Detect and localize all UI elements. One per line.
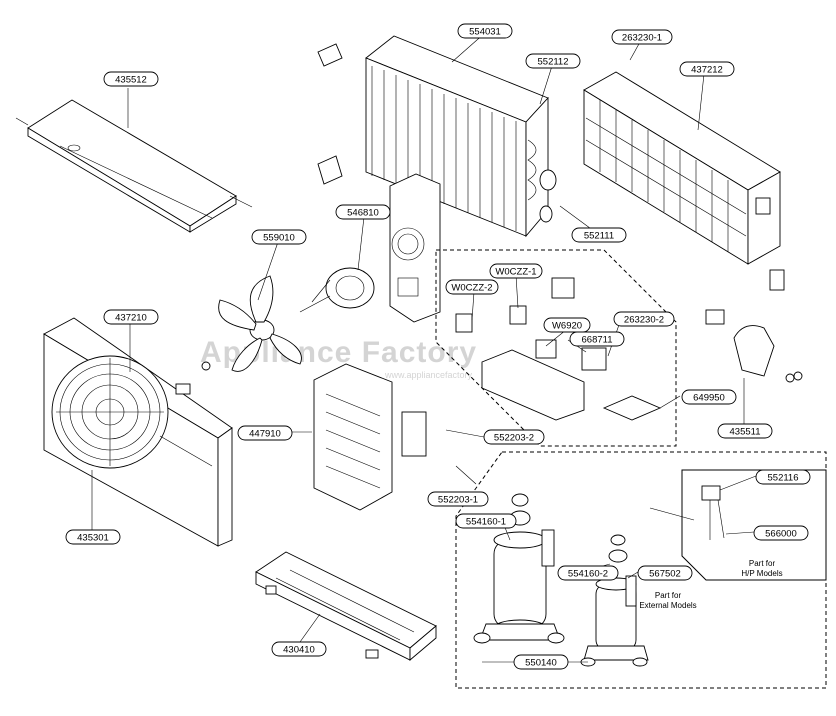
watermark-url: www.appliancefactory (384, 370, 473, 380)
callout-546810: 546810 (335, 204, 391, 220)
callout-566000: 566000 (753, 525, 809, 541)
condenser-coil-part (365, 35, 557, 238)
partition-part (313, 363, 427, 511)
svg-text:435511: 435511 (730, 427, 761, 438)
svg-text:554160-2: 554160-2 (568, 569, 608, 580)
svg-text:435301: 435301 (77, 533, 109, 544)
callout-552111: 552111 (571, 227, 627, 243)
callout-552203-1: 552203-1 (427, 491, 489, 507)
front-panel-part (43, 317, 233, 547)
svg-text:437210: 437210 (115, 313, 147, 324)
ext-note-line1: Part for (655, 591, 682, 600)
svg-text:W0CZZ-1: W0CZZ-1 (495, 267, 536, 278)
callout-437210: 437210 (103, 309, 159, 325)
callout-552116: 552116 (755, 469, 811, 485)
callout-554031: 554031 (457, 23, 513, 39)
svg-text:W0CZZ-2: W0CZZ-2 (451, 283, 492, 294)
svg-text:552111: 552111 (584, 231, 614, 242)
svg-text:W6920: W6920 (552, 321, 582, 332)
hp-note-line1: Part for (749, 559, 776, 568)
svg-text:546810: 546810 (347, 208, 379, 219)
svg-text:263230-2: 263230-2 (624, 315, 664, 326)
svg-text:430410: 430410 (283, 645, 315, 656)
svg-text:559010: 559010 (263, 233, 295, 244)
fan-motor-part (299, 267, 375, 313)
callout-263230-2: 263230-2 (613, 311, 675, 327)
fan-blade-part (201, 275, 302, 372)
base-pan-part (255, 551, 437, 661)
svg-text:263230-1: 263230-1 (622, 33, 662, 44)
motor-bracket-part (389, 173, 441, 323)
callout-554160-2: 554160-2 (557, 565, 619, 581)
hp-note-line2: H/P Models (741, 569, 782, 578)
callout-435301: 435301 (65, 529, 121, 545)
svg-text:550140: 550140 (525, 658, 557, 669)
svg-text:552116: 552116 (768, 473, 799, 484)
top-cover-part (15, 99, 253, 233)
callout-567502: 567502 (637, 565, 693, 581)
svg-text:554160-1: 554160-1 (466, 517, 506, 528)
callout-w6920: W6920 (543, 317, 591, 333)
callout-552203-2: 552203-2 (483, 429, 545, 445)
svg-text:552203-2: 552203-2 (494, 433, 534, 444)
svg-text:552112: 552112 (538, 57, 569, 68)
svg-text:437212: 437212 (691, 65, 723, 76)
ext-note-line2: External Models (639, 601, 696, 610)
callout-435512: 435512 (103, 71, 159, 87)
callout-552112: 552112 (525, 53, 581, 69)
svg-text:566000: 566000 (765, 529, 797, 540)
callout-437212: 437212 (679, 61, 735, 77)
callout-w0czz-2: W0CZZ-2 (445, 279, 499, 295)
svg-text:554031: 554031 (469, 27, 501, 38)
svg-text:435512: 435512 (115, 75, 147, 86)
svg-text:649950: 649950 (693, 393, 725, 404)
svg-text:447910: 447910 (249, 429, 281, 440)
callout-550140: 550140 (513, 654, 569, 670)
svg-text:668711: 668711 (582, 335, 613, 346)
callout-435511: 435511 (717, 423, 773, 439)
svg-text:567502: 567502 (649, 569, 681, 580)
rear-grille-part (583, 71, 785, 291)
callout-649950: 649950 (681, 389, 737, 405)
callout-430410: 430410 (271, 641, 327, 657)
side-handle-part (705, 309, 803, 383)
callout-554160-1: 554160-1 (455, 513, 517, 529)
callout-447910: 447910 (237, 425, 293, 441)
svg-text:552203-1: 552203-1 (438, 495, 478, 506)
leader-lines (91, 31, 757, 663)
callout-w0czz-1: W0CZZ-1 (489, 263, 543, 279)
coil-bracket-parts (317, 43, 343, 185)
callout-263230-1: 263230-1 (611, 29, 673, 45)
callout-668711: 668711 (569, 331, 625, 347)
callout-559010: 559010 (251, 229, 307, 245)
